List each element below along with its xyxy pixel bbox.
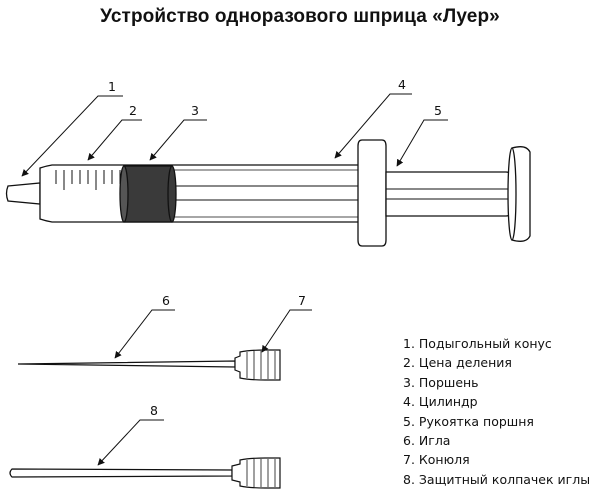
leader-4 — [334, 93, 412, 159]
legend-item: 4. Цилиндр — [403, 394, 478, 410]
cylinder-barrel — [39, 164, 373, 223]
legend: 1. Подыгольный конус 2. Цена деления 3. … — [403, 334, 590, 489]
legend-item: 8. Защитный колпачек иглы — [403, 471, 591, 487]
callout-3: 3 — [191, 103, 199, 118]
legend-item: 7. Конюля — [403, 452, 470, 468]
needle-cap — [9, 457, 281, 489]
barrel-flange — [357, 139, 387, 247]
leader-2 — [87, 119, 142, 161]
callout-1: 1 — [108, 79, 116, 94]
needle-cap-tube — [9, 468, 233, 478]
callout-2: 2 — [129, 103, 137, 118]
plunger-seal — [119, 165, 177, 223]
needle-shaft — [17, 360, 236, 368]
leader-7 — [261, 309, 312, 353]
callout-5: 5 — [434, 103, 442, 118]
legend-item: 6. Игла — [403, 433, 451, 449]
callout-4: 4 — [398, 77, 406, 92]
callout-8: 8 — [150, 403, 158, 418]
leader-5 — [396, 119, 448, 167]
plunger-rod — [385, 171, 513, 217]
legend-item: 5. Рукоятка поршня — [403, 413, 534, 429]
needle-cap-hub — [231, 457, 281, 489]
diagram-title: Устройство одноразового шприца «Луер» — [100, 6, 500, 27]
callout-leaders — [21, 93, 448, 466]
leader-1 — [21, 95, 123, 177]
needle — [17, 349, 281, 381]
needle-hub — [234, 349, 281, 381]
leader-6 — [114, 309, 175, 359]
callout-7: 7 — [298, 293, 306, 308]
legend-item: 1. Подыгольный конус — [403, 336, 552, 351]
leader-3 — [149, 119, 207, 161]
graduation-marks — [55, 170, 121, 190]
syringe — [5, 139, 531, 247]
legend-item: 2. Цена деления — [403, 355, 512, 371]
legend-item: 3. Поршень — [403, 374, 479, 390]
leader-8 — [97, 419, 164, 466]
callout-6: 6 — [162, 293, 170, 308]
needle-cone — [5, 182, 41, 205]
plunger-thumb — [511, 146, 531, 242]
